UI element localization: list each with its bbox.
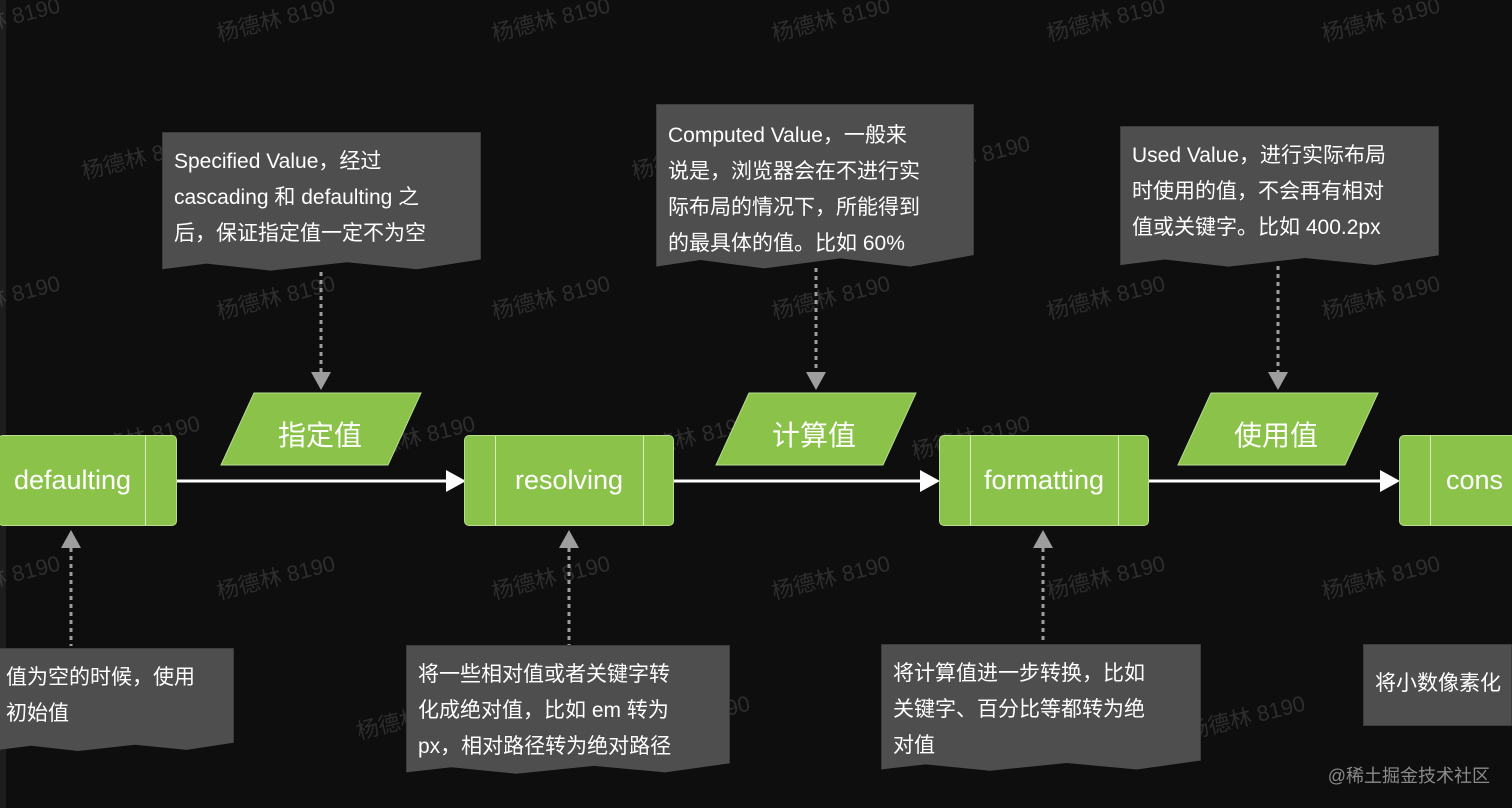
note-line: 说是，浏览器会在不进行实	[668, 160, 920, 183]
note-line: 将一些相对值或者关键字转	[418, 663, 670, 686]
process-divider	[643, 436, 644, 525]
process-label-defaulting: defaulting	[13, 465, 132, 495]
process-resolving: resolving	[464, 435, 674, 526]
flow-arrows	[177, 470, 1400, 492]
process-divider	[1118, 436, 1119, 525]
arrowhead-constraining	[1380, 470, 1400, 492]
dotted-down-arrows	[319, 266, 1280, 374]
process-formatting: formatting	[939, 435, 1149, 526]
note-line: 际布局的情况下，所能得到	[668, 196, 920, 219]
dotted-arrowhead-defaulting	[61, 530, 81, 548]
note-line: 的最具体的值。比如 60%	[668, 232, 905, 255]
note-line: 值或关键字。比如 400.2px	[1132, 216, 1381, 239]
note-line: 将小数像素化	[1375, 672, 1501, 695]
note-line: Computed Value，一般来	[668, 124, 907, 147]
note-constraining: 将小数像素化	[1363, 644, 1512, 726]
dotted-arrowhead-used	[1268, 372, 1288, 390]
value-label-specified: 指定值	[278, 420, 363, 451]
note-specified-value: Specified Value，经过 cascading 和 defaultin…	[162, 132, 481, 271]
value-shape-used	[1177, 392, 1379, 466]
process-defaulting: defaulting	[0, 435, 177, 526]
process-constraining: cons	[1399, 435, 1512, 526]
dotted-arrowhead-specified	[311, 372, 331, 390]
dotted-arrowhead-computed	[806, 372, 826, 390]
value-label-computed: 计算值	[772, 420, 857, 451]
value-label-used: 使用值	[1234, 420, 1319, 451]
value-shape-computed	[715, 392, 917, 466]
dotted-up-arrows	[69, 548, 1045, 646]
note-resolving: 将一些相对值或者关键字转 化成绝对值，比如 em 转为 px，相对路径转为绝对路…	[406, 645, 730, 774]
note-used-value: Used Value，进行实际布局 时使用的值，不会再有相对 值或关键字。比如 …	[1120, 126, 1439, 267]
note-computed-value: Computed Value，一般来 说是，浏览器会在不进行实 际布局的情况下，…	[656, 104, 974, 269]
process-divider	[145, 436, 146, 525]
note-line: 初始值	[6, 702, 69, 725]
note-line: 后，保证指定值一定不为空	[174, 222, 426, 245]
process-label-resolving: resolving	[514, 465, 624, 495]
note-line: px，相对路径转为绝对路径	[418, 735, 672, 758]
value-shapes	[220, 392, 1379, 466]
note-defaulting: 值为空的时候，使用 初始值	[0, 648, 234, 751]
value-shape-specified	[220, 392, 422, 466]
source-credit: @稀土掘金技术社区	[1327, 766, 1490, 786]
note-line: 对值	[893, 734, 935, 757]
note-line: cascading 和 defaulting 之	[174, 186, 420, 209]
note-line: 值为空的时候，使用	[6, 666, 195, 689]
arrowhead-resolving	[446, 470, 466, 492]
dotted-arrowhead-resolving	[559, 530, 579, 548]
process-divider	[1430, 436, 1431, 525]
arrowhead-formatting	[920, 470, 940, 492]
note-line: 化成绝对值，比如 em 转为	[418, 699, 669, 722]
note-formatting: 将计算值进一步转换，比如 关键字、百分比等都转为绝 对值	[881, 644, 1201, 771]
note-line: 关键字、百分比等都转为绝	[893, 698, 1145, 721]
dotted-arrowhead-formatting	[1033, 530, 1053, 548]
note-line: Used Value，进行实际布局	[1132, 144, 1387, 167]
process-label-constraining: cons	[1446, 465, 1504, 495]
dotted-up-arrowheads	[61, 530, 1053, 548]
note-line: 时使用的值，不会再有相对	[1132, 180, 1384, 203]
process-divider	[970, 436, 971, 525]
dotted-down-arrowheads	[311, 372, 1288, 390]
note-line: Specified Value，经过	[174, 150, 382, 173]
process-label-formatting: formatting	[983, 465, 1105, 495]
process-divider	[495, 436, 496, 525]
note-line: 将计算值进一步转换，比如	[893, 662, 1145, 685]
